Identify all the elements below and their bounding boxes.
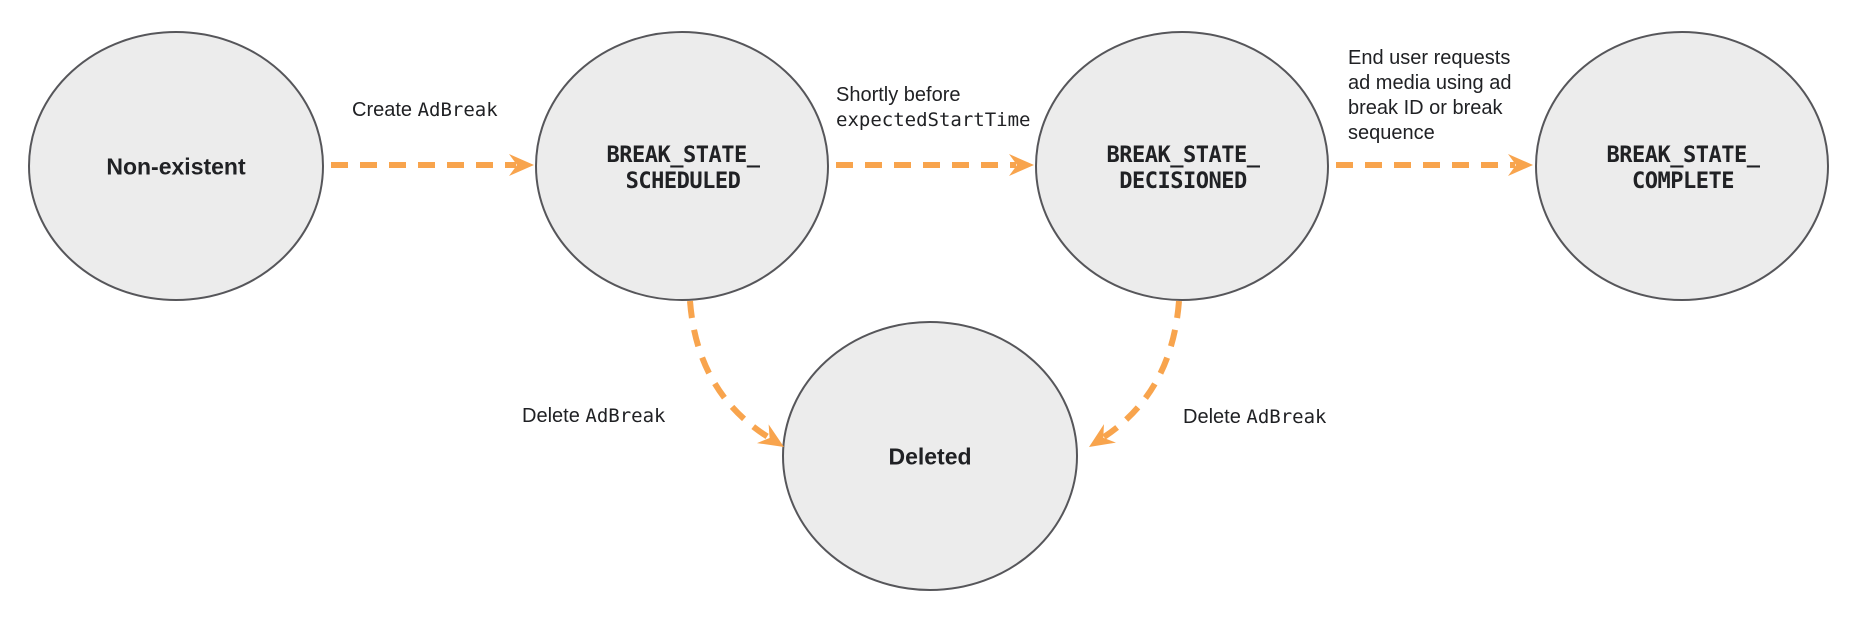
transition-label-delete-adbreak-right: Delete AdBreak xyxy=(1183,405,1326,430)
state-label-line: COMPLETE xyxy=(1632,169,1734,194)
state-label-line: SCHEDULED xyxy=(625,169,741,194)
state-label-line: BREAK_STATE_ xyxy=(1606,143,1760,168)
arrowhead-icon xyxy=(509,154,534,176)
arrowhead-icon xyxy=(756,424,784,447)
transition-label-line: ad media using ad xyxy=(1348,72,1512,94)
transition-label-code: AdBreak xyxy=(585,405,666,427)
transition-label-shortly-before: Shortly before expectedStartTime xyxy=(836,83,1030,133)
state-label-text: Non-existent xyxy=(106,153,246,180)
state-circle-break-state-decisioned xyxy=(1035,31,1329,301)
state-circle-deleted xyxy=(782,321,1078,591)
state-circle-non-existent xyxy=(28,31,324,301)
transition-label-end-user-requests: End user requests ad media using ad brea… xyxy=(1348,46,1511,146)
state-label-line: BREAK_STATE_ xyxy=(1106,143,1260,168)
transition-label-line: End user requests xyxy=(1348,47,1511,69)
transition-label-code: AdBreak xyxy=(1246,406,1327,428)
arrowhead-icon xyxy=(1508,154,1533,176)
state-label-non-existent: Non-existent xyxy=(106,154,245,181)
state-circle-break-state-scheduled xyxy=(535,31,829,301)
transition-label-plain: Delete xyxy=(522,405,586,427)
transition-arrow-delete-from-decisioned xyxy=(1102,300,1182,440)
transition-label-plain: Create xyxy=(352,99,418,121)
arrowhead-icon xyxy=(1009,154,1034,176)
transition-label-code: AdBreak xyxy=(417,99,498,121)
state-label-line: BREAK_STATE_ xyxy=(606,143,760,168)
state-label-line: DECISIONED xyxy=(1119,169,1247,194)
transition-label-plain: Delete xyxy=(1183,406,1247,428)
state-label-break-state-scheduled: BREAK_STATE_ SCHEDULED xyxy=(607,143,760,195)
transition-label-code: expectedStartTime xyxy=(836,109,1031,131)
state-label-break-state-complete: BREAK_STATE_ COMPLETE xyxy=(1607,143,1760,195)
state-label-break-state-decisioned: BREAK_STATE_ DECISIONED xyxy=(1107,143,1260,195)
transition-label-line: break ID or break xyxy=(1348,97,1503,119)
transition-label-plain: Shortly before xyxy=(836,84,961,106)
state-label-deleted: Deleted xyxy=(888,444,971,471)
transition-label-delete-adbreak-left: Delete AdBreak xyxy=(522,404,665,429)
transition-label-create-adbreak: Create AdBreak xyxy=(352,98,498,123)
arrowhead-icon xyxy=(1089,424,1116,447)
transition-label-line: sequence xyxy=(1348,122,1435,144)
state-circle-break-state-complete xyxy=(1535,31,1829,301)
transition-arrow-delete-from-scheduled xyxy=(687,300,770,440)
state-label-text: Deleted xyxy=(888,443,972,470)
